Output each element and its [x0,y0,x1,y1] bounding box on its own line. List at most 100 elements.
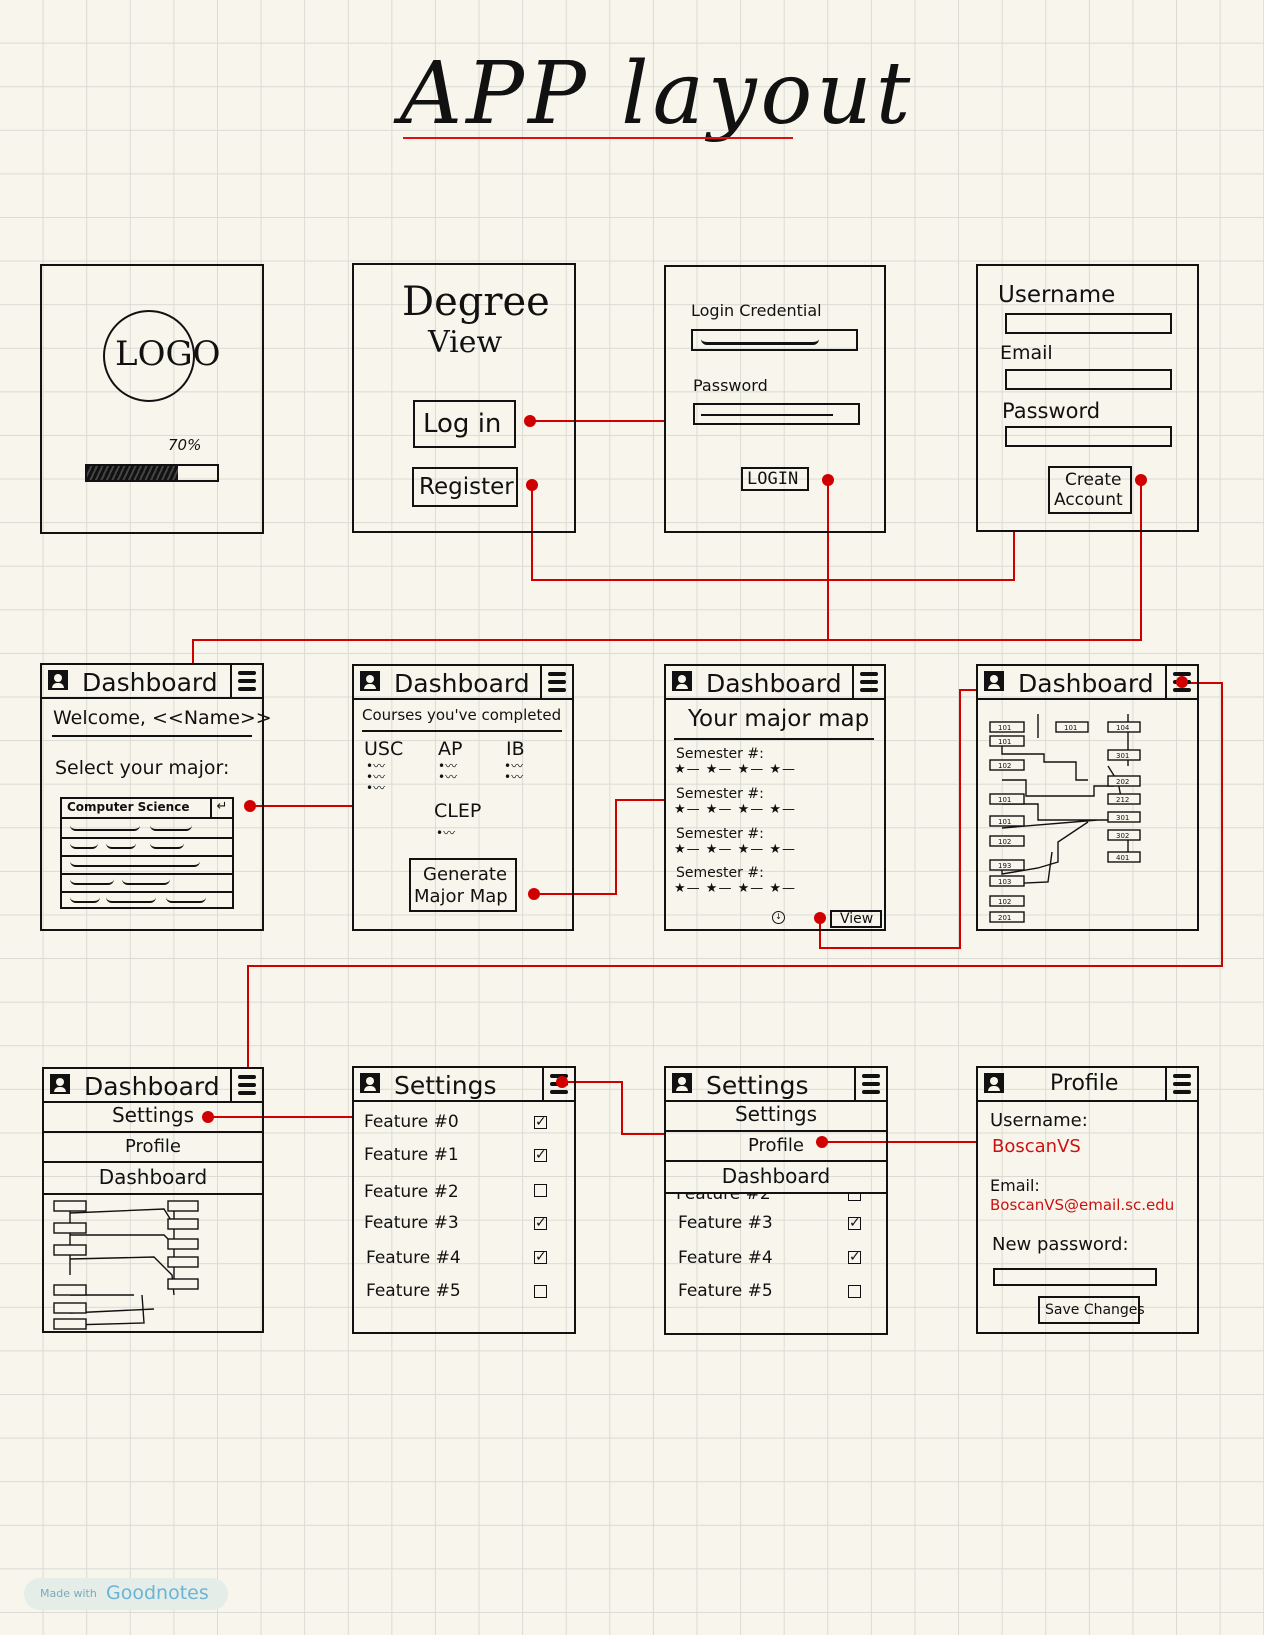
login-submit-label: LOGIN [747,469,799,489]
major-list-item[interactable] [62,891,232,909]
feature-checkbox[interactable]: ✓ [534,1249,547,1265]
major-list-item[interactable] [62,873,232,893]
course-code: 193 [998,862,1011,870]
course-code: 102 [998,898,1011,906]
profile-icon[interactable] [672,1073,692,1093]
clep-items: •〰 [436,826,456,840]
semester-courses: ★— ★— ★— ★— [674,842,797,857]
hamburger-menu-icon[interactable] [854,1068,886,1100]
major-list-item[interactable] [62,837,232,857]
email-input[interactable] [1005,369,1172,390]
screen-header: Dashboard [354,666,572,700]
profile-icon[interactable] [48,670,68,690]
courses-heading: Courses you've completed [362,706,562,724]
course-code: 202 [1116,778,1129,786]
credential-input[interactable] [691,329,858,351]
wire-view-map [819,689,976,949]
enter-icon[interactable]: ↵ [210,799,232,817]
login-submit-button[interactable]: LOGIN [741,467,809,491]
screen-header: Dashboard [978,666,1197,700]
feature-checkbox[interactable] [848,1285,861,1298]
major-list-item[interactable] [62,819,232,839]
feature-checkbox[interactable]: ✓ [534,1215,547,1231]
register-button[interactable]: Register [412,467,518,507]
partial-feature-row: Feature #2 [666,1192,886,1202]
email-label: Email [1000,342,1053,364]
username-input[interactable] [1005,313,1172,334]
feature-checkbox[interactable]: ✓ [534,1147,547,1163]
selected-major-label: Computer Science [67,800,190,814]
feature-checkbox[interactable]: ✓ [534,1114,547,1130]
profile-icon[interactable] [360,671,380,691]
header-title: Dashboard [706,669,842,698]
feature-label: Feature #2 [676,1192,771,1202]
major-list: Computer Science ↵ [60,797,234,909]
login-button[interactable]: Log in [413,400,516,448]
major-list-item-selected[interactable]: Computer Science ↵ [62,799,232,819]
register-button-label: Register [419,474,514,500]
select-major-label: Select your major: [55,757,230,779]
email-label: Email: [990,1176,1040,1195]
feature-checkbox[interactable]: ✓ [848,1249,861,1265]
major-list-item[interactable] [62,855,232,875]
create-account-button[interactable]: Create Account [1048,466,1132,514]
screen-header: Profile [978,1068,1197,1102]
menu-item-profile[interactable]: Profile [44,1131,262,1163]
dashboard-course-tree: Dashboard 101 101 102 101 101 102 101 10… [976,664,1199,931]
credential-label: Login Credential [691,301,822,320]
feature-label: Feature #4 [678,1248,773,1268]
menu-item-dashboard[interactable]: Dashboard [666,1160,886,1194]
login-button-label: Log in [423,409,502,439]
feature-checkbox[interactable] [534,1285,547,1298]
hamburger-menu-icon[interactable] [1165,1068,1197,1100]
profile-icon[interactable] [672,671,692,691]
menu-item-settings[interactable]: Settings [734,1102,818,1126]
progress-bar [85,464,219,482]
landing-screen: Degree View Log in Register [352,263,576,533]
semester-label: Semester #: [676,865,764,881]
generate-major-map-button[interactable]: Generate Major Map [409,858,517,912]
settings-menu-open: Settings Settings Profile Dashboard Feat… [664,1066,888,1335]
screen-header: Dashboard [44,1069,262,1103]
new-password-input[interactable] [993,1268,1157,1286]
generate-line2: Major Map [414,886,508,907]
profile-icon[interactable] [50,1074,70,1094]
screen-header: Dashboard [666,666,884,700]
profile-icon[interactable] [360,1073,380,1093]
feature-label: Feature #1 [364,1145,459,1165]
feature-checkbox[interactable] [534,1184,547,1197]
course-code: 104 [1116,724,1130,732]
course-code: 201 [998,914,1011,922]
connector-dot [524,415,536,427]
password-value-line [701,414,833,416]
feature-checkbox[interactable]: ✓ [848,1215,861,1231]
course-code: 101 [998,738,1011,746]
usc-column: USC [364,738,404,760]
hamburger-menu-icon[interactable] [230,1069,262,1101]
scroll-down-icon[interactable]: ↓ [772,911,785,924]
password-input[interactable] [693,403,860,425]
save-changes-button[interactable]: Save Changes [1038,1296,1145,1324]
menu-item-settings[interactable]: Settings [111,1103,195,1127]
logo-circle: LOGO [103,310,221,402]
profile-screen: Profile Username: BoscanVS Email: Boscan… [976,1066,1199,1334]
semester-label: Semester #: [676,826,764,842]
feature-label: Feature #2 [364,1182,459,1202]
menu-item-profile[interactable]: Profile [666,1130,886,1162]
credential-value-scribble [701,334,819,345]
password-input[interactable] [1005,426,1172,447]
hamburger-menu-icon[interactable] [852,666,884,698]
profile-icon[interactable] [984,671,1004,691]
feature-checkbox[interactable] [848,1192,861,1201]
menu-item-dashboard[interactable]: Dashboard [44,1161,262,1195]
profile-icon[interactable] [984,1073,1004,1093]
hamburger-menu-icon[interactable] [540,666,572,698]
header-title: Dashboard [82,668,218,697]
view-button[interactable]: View [830,910,882,928]
header-title: Profile [1050,1071,1119,1096]
title-underline [403,137,793,139]
course-code: 301 [1116,752,1129,760]
screen-header: Settings [666,1068,886,1102]
login-screen: Login Credential Password LOGIN [664,265,886,533]
hamburger-menu-icon[interactable] [230,665,262,697]
